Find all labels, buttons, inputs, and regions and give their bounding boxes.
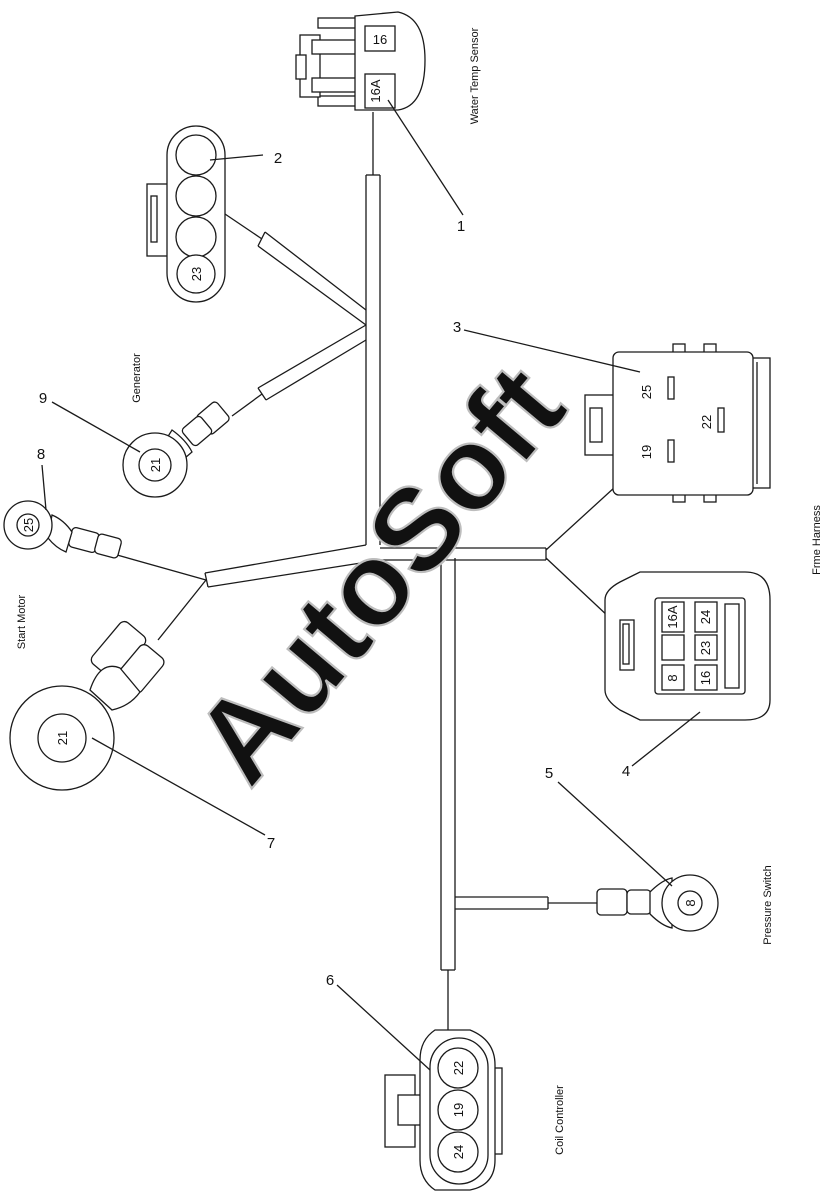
ring-terminal-8: 25 — [3, 500, 122, 559]
callout-8: 8 — [37, 446, 45, 463]
callout-6: 6 — [326, 972, 334, 989]
pressure-switch-terminal: 8 — [596, 874, 719, 932]
diagram-title: Frme Harness — [811, 505, 823, 575]
pin-25: 25 — [639, 385, 654, 399]
pin-22: 22 — [699, 415, 714, 429]
pin-21: 21 — [148, 458, 163, 472]
start-motor-terminal: 21 — [9, 620, 165, 791]
start-motor-label: Start Motor — [16, 594, 28, 649]
coil-controller-connector: 22 19 24 — [384, 1029, 503, 1191]
pin-19: 19 — [451, 1103, 466, 1117]
pin-24: 24 — [451, 1145, 466, 1159]
callout-3: 3 — [453, 319, 461, 336]
callout-9: 9 — [39, 390, 47, 407]
pin-21: 21 — [55, 731, 70, 745]
water-temp-sensor-connector: 16 16A — [295, 11, 426, 111]
callout-leaders — [41, 99, 701, 1071]
callout-4: 4 — [622, 763, 630, 780]
pin-19: 19 — [639, 445, 654, 459]
callout-numbers: 1 2 3 4 5 6 7 8 9 — [37, 150, 630, 989]
pin-25: 25 — [21, 518, 36, 532]
pin-23: 23 — [189, 267, 204, 281]
pressure-switch-label: Pressure Switch — [762, 865, 774, 944]
harness-trunk — [109, 112, 616, 1030]
connector-2: 23 — [146, 125, 226, 303]
pin-8: 8 — [683, 899, 698, 906]
callout-1: 1 — [457, 218, 465, 235]
pin-22: 22 — [451, 1061, 466, 1075]
pin-24: 24 — [698, 610, 713, 624]
connector-3: 25 22 19 — [584, 343, 771, 503]
water-temp-sensor-label: Water Temp Sensor — [469, 27, 481, 124]
coil-controller-label: Coil Controller — [554, 1085, 566, 1155]
callout-7: 7 — [267, 835, 275, 852]
generator-terminal: 21 — [122, 401, 230, 498]
pin-16a: 16A — [665, 605, 680, 628]
pin-8: 8 — [665, 674, 680, 681]
callout-5: 5 — [545, 765, 553, 782]
connector-4: 16A 24 23 8 16 — [604, 571, 771, 721]
callout-2: 2 — [274, 150, 282, 167]
pin-16: 16 — [698, 671, 713, 685]
pin-16a: 16A — [368, 79, 383, 102]
pin-16: 16 — [373, 32, 387, 47]
pin-23: 23 — [698, 641, 713, 655]
generator-label: Generator — [131, 353, 143, 403]
